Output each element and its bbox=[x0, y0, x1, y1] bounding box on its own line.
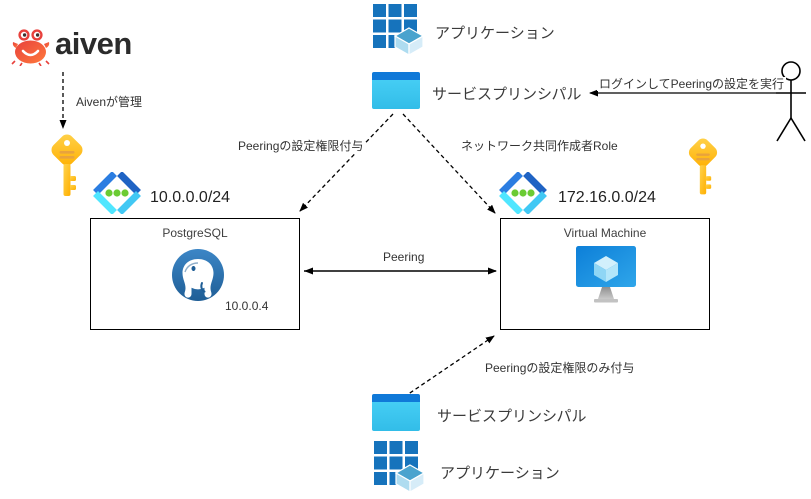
edge-bottom-sp-to-vm bbox=[403, 335, 495, 398]
aiven-logo-text: aiven bbox=[55, 26, 132, 61]
left-grant-label: Peeringの設定権限付与 bbox=[236, 139, 366, 154]
vm-box-title: Virtual Machine bbox=[563, 226, 647, 240]
postgresql-elephant-icon bbox=[172, 249, 224, 301]
bottom-application-label: アプリケーション bbox=[438, 462, 562, 483]
edge-sp-to-vm bbox=[402, 113, 496, 214]
application-icon bbox=[373, 4, 423, 55]
virtual-network-icon bbox=[499, 172, 547, 214]
person-icon bbox=[776, 61, 806, 142]
key-icon bbox=[51, 134, 83, 196]
login-peering-label: ログインしてPeeringの設定を実行 bbox=[597, 77, 787, 92]
bottom-grant-label: Peeringの設定権限のみ付与 bbox=[483, 361, 637, 376]
service-principal-icon bbox=[372, 72, 420, 109]
postgres-box: PostgreSQL 10.0.0.4 bbox=[90, 218, 300, 330]
postgres-box-title: PostgreSQL bbox=[162, 226, 228, 240]
postgres-ip-label: 10.0.0.4 bbox=[225, 299, 269, 313]
key-icon bbox=[688, 138, 718, 195]
top-application-label: アプリケーション bbox=[433, 22, 557, 43]
application-icon bbox=[374, 441, 424, 492]
top-service-principal-label: サービスプリンシパル bbox=[430, 83, 584, 104]
edge-sp-to-postgres bbox=[299, 113, 394, 212]
bottom-service-principal-label: サービスプリンシパル bbox=[435, 405, 589, 426]
vm-box: Virtual Machine bbox=[500, 218, 710, 330]
aiven-managed-label: Aivenが管理 bbox=[74, 95, 145, 110]
peering-label: Peering bbox=[381, 250, 427, 265]
aiven-crab-icon bbox=[11, 29, 50, 66]
right-network-cidr: 172.16.0.0/24 bbox=[556, 189, 658, 207]
left-network-cidr: 10.0.0.0/24 bbox=[148, 189, 233, 207]
right-grant-label: ネットワーク共同作成者Role bbox=[459, 139, 620, 154]
service-principal-icon bbox=[372, 394, 420, 431]
virtual-network-icon bbox=[93, 172, 141, 214]
vm-icon bbox=[576, 246, 636, 303]
